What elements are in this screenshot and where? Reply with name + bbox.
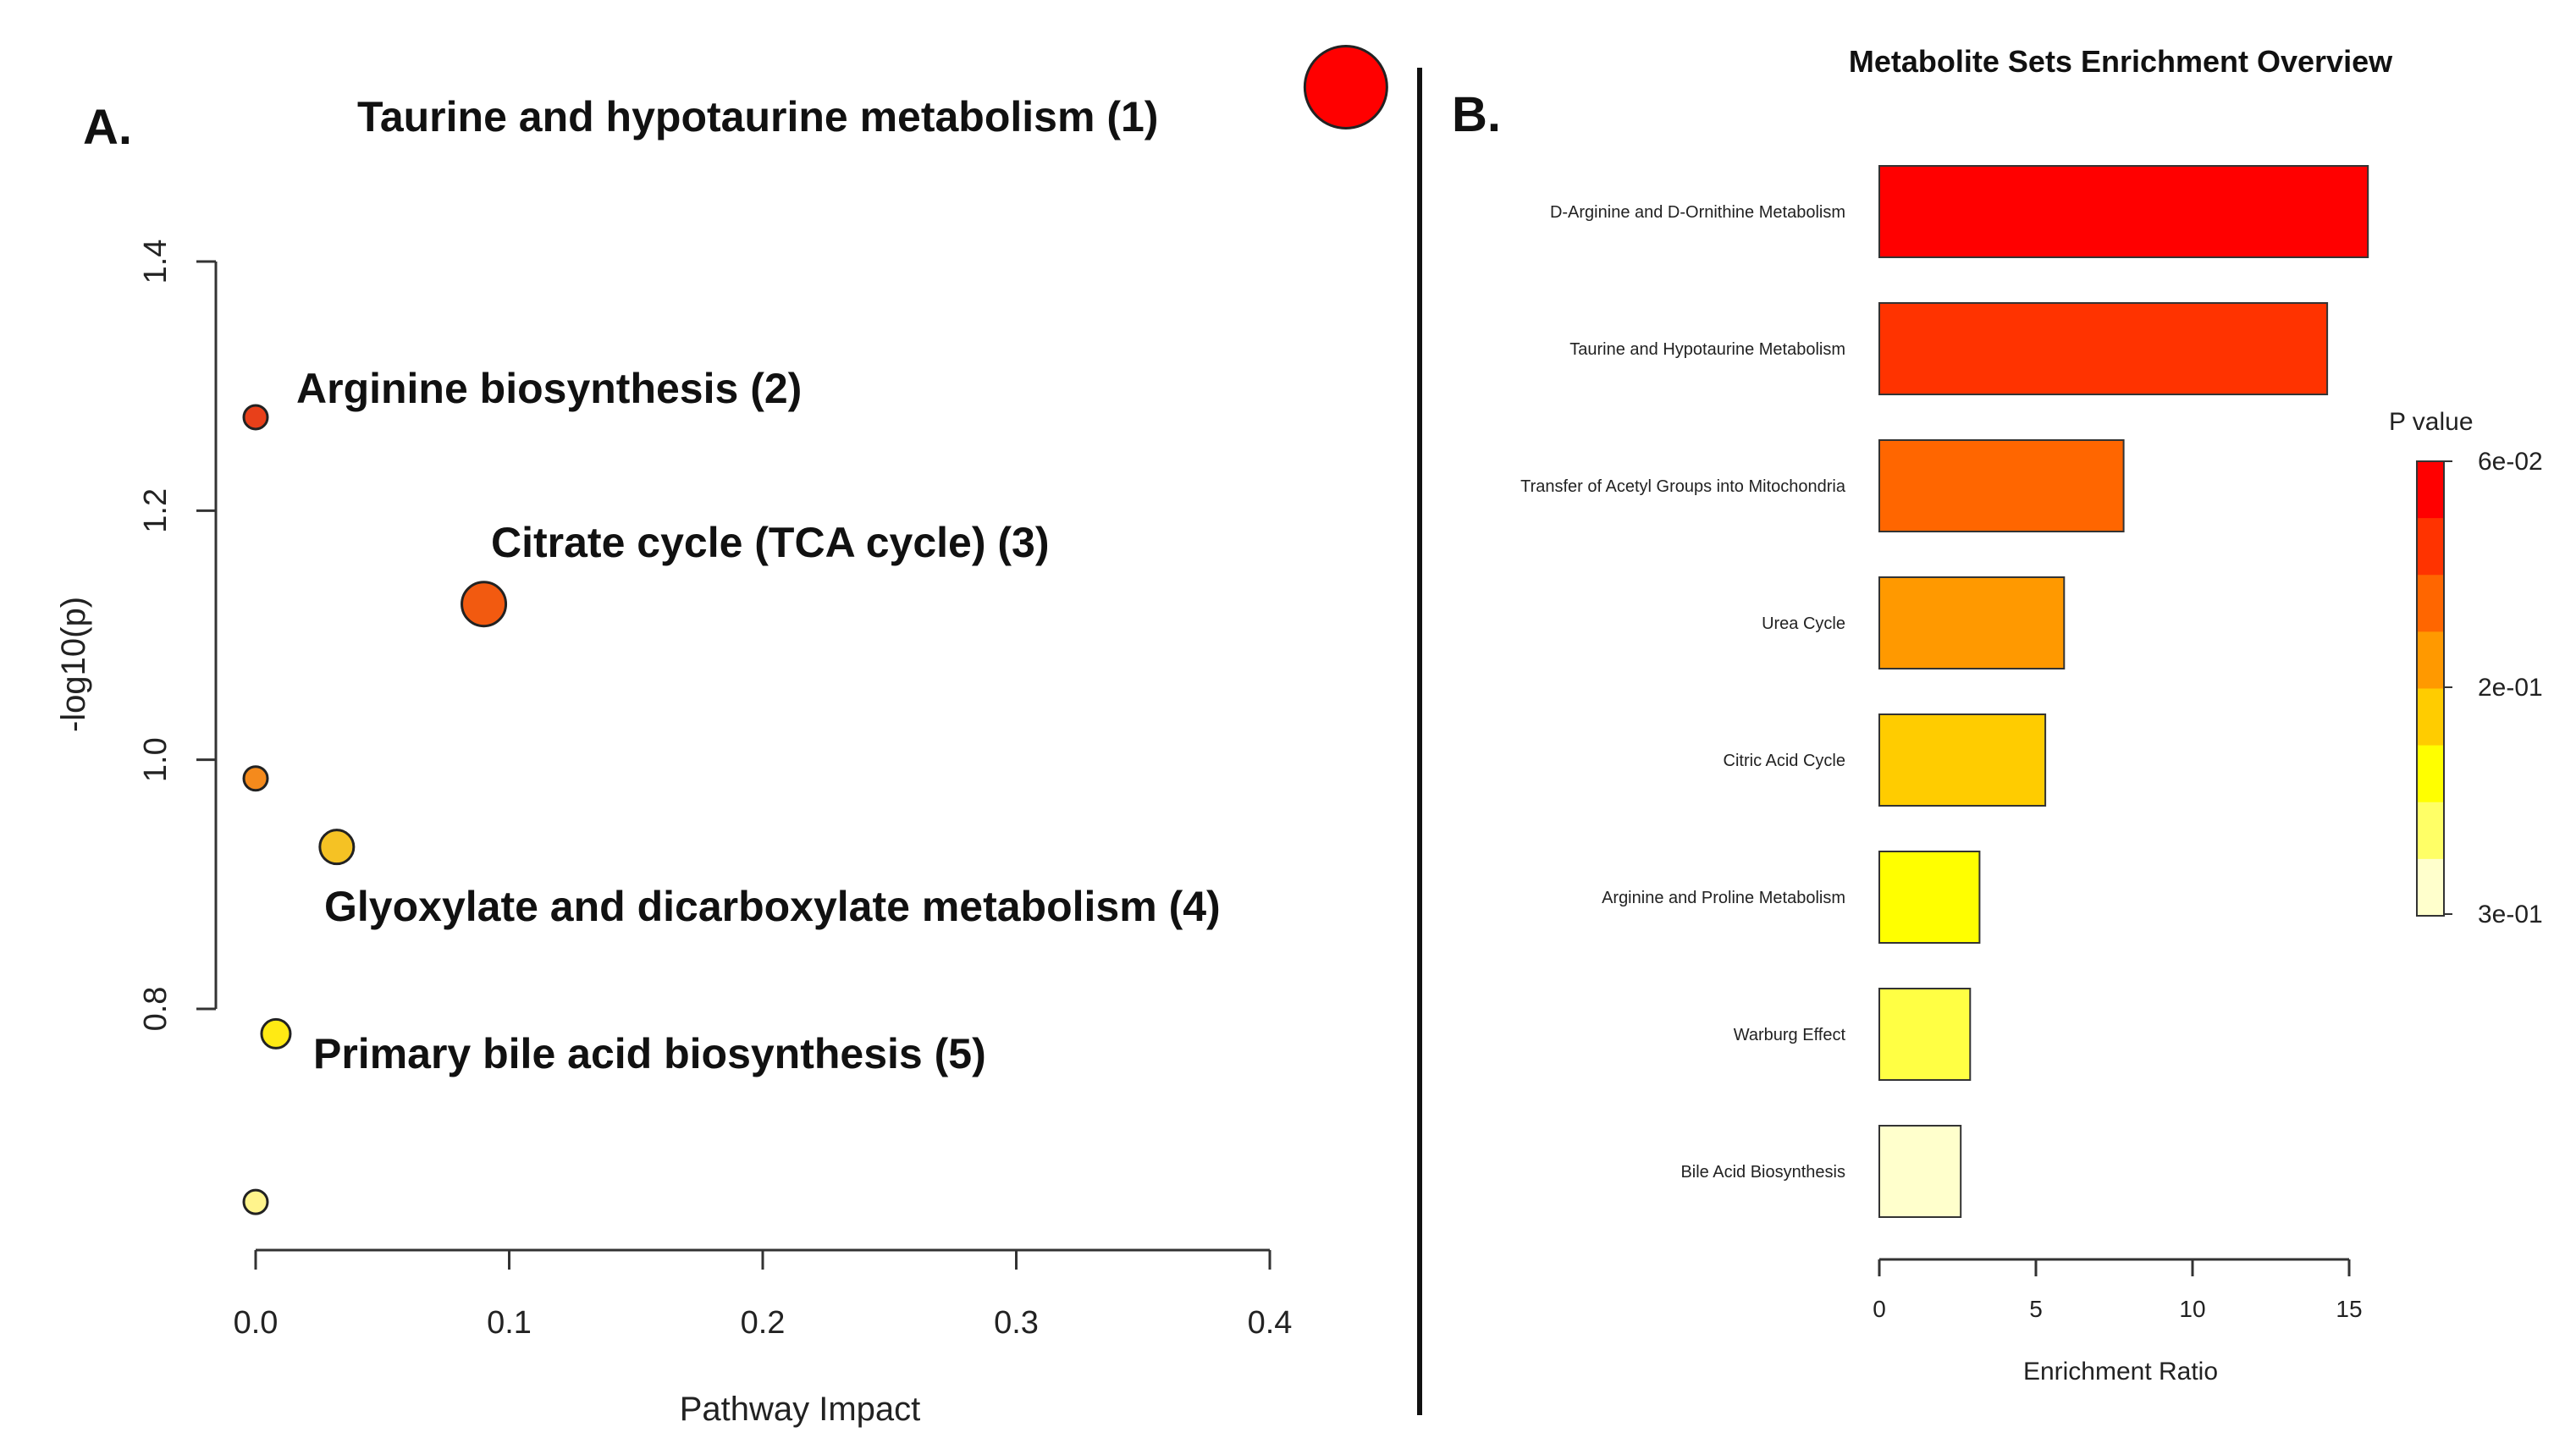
legend-label: 3e-01 xyxy=(2478,901,2543,928)
bar-category-label: D-Arginine and D-Ornithine Metabolism xyxy=(1550,203,1845,222)
legend-swatch xyxy=(2417,575,2444,632)
x-axis-title: Pathway Impact xyxy=(680,1391,921,1428)
chart-title: Metabolite Sets Enrichment Overview xyxy=(1849,44,2393,79)
panel-b-letter: B. xyxy=(1452,87,1501,142)
x-tick-label: 0.0 xyxy=(234,1305,279,1341)
scatter-point xyxy=(1303,44,1388,129)
bar-category-label: Transfer of Acetyl Groups into Mitochond… xyxy=(1520,477,1846,496)
y-tick-label: 0.8 xyxy=(138,987,174,1032)
bar xyxy=(1878,302,2329,395)
b-x-tick-label: 5 xyxy=(2029,1296,2043,1322)
bar-category-label: Urea Cycle xyxy=(1762,614,1845,633)
panel-a-letter: A. xyxy=(83,100,132,155)
legend-swatch xyxy=(2417,745,2444,803)
bar-category-label: Warburg Effect xyxy=(1734,1026,1846,1044)
bar xyxy=(1878,851,1981,944)
legend-swatch xyxy=(2417,518,2444,576)
scatter-point xyxy=(242,404,269,431)
panel-a-scatter: A. 0.8 1.0 1.2 1.4 0.0 0.1 0.2 0.3 0.4 Pathway … xyxy=(55,44,1388,1428)
x-ticks: 0.0 0.1 0.2 0.3 0.4 xyxy=(234,1250,1293,1341)
legend-swatch xyxy=(2417,688,2444,747)
panel-b-bar-chart: B. Metabolite Sets Enrichment Overview D… xyxy=(1452,44,2543,1386)
y-tick-label: 1.4 xyxy=(138,240,174,284)
bars xyxy=(1878,165,2369,1218)
point-label: Taurine and hypotaurine metabolism (1) xyxy=(357,93,1158,140)
scatter-point xyxy=(461,581,508,628)
b-x-axis-title: Enrichment Ratio xyxy=(2023,1358,2218,1386)
b-x-tick-label: 15 xyxy=(2336,1296,2362,1322)
scatter-point xyxy=(318,829,356,866)
p-value-legend: P value 6e-02 2e-01 3e-01 xyxy=(2389,408,2543,928)
x-tick-label: 0.3 xyxy=(994,1305,1039,1341)
bar xyxy=(1878,576,2066,669)
b-x-tick-label: 0 xyxy=(1873,1296,1886,1322)
bar xyxy=(1878,1125,1962,1218)
legend-labels: 6e-02 2e-01 3e-01 xyxy=(2444,448,2543,928)
b-x-ticks: 0 5 10 15 xyxy=(1873,1259,2363,1322)
bar-category-label: Arginine and Proline Metabolism xyxy=(1602,889,1845,907)
y-axis-title: -log10(p) xyxy=(55,597,92,732)
scatter-point xyxy=(260,1017,292,1050)
legend-label: 2e-01 xyxy=(2478,674,2543,702)
legend-swatch xyxy=(2417,631,2444,689)
bar-category-label: Citric Acid Cycle xyxy=(1724,752,1845,770)
point-labels: Taurine and hypotaurine metabolism (1) Ar… xyxy=(296,93,1221,1077)
bar xyxy=(1878,165,2369,258)
bar xyxy=(1878,713,2047,807)
bar-category-label: Bile Acid Biosynthesis xyxy=(1680,1163,1845,1182)
legend-color-bar xyxy=(2416,460,2445,917)
x-tick-label: 0.2 xyxy=(741,1305,786,1341)
bar-category-label: Taurine and Hypotaurine Metabolism xyxy=(1569,340,1845,359)
legend-title: P value xyxy=(2389,408,2474,436)
y-tick-label: 1.0 xyxy=(138,737,174,782)
point-label: Arginine biosynthesis (2) xyxy=(296,365,802,412)
point-label: Glyoxylate and dicarboxylate metabolism … xyxy=(324,883,1221,930)
legend-swatch xyxy=(2417,461,2444,519)
point-label: Citrate cycle (TCA cycle) (3) xyxy=(491,519,1050,566)
point-label: Primary bile acid biosynthesis (5) xyxy=(313,1030,986,1077)
y-ticks: 0.8 1.0 1.2 1.4 xyxy=(138,240,216,1032)
bar xyxy=(1878,988,1972,1081)
b-x-tick-label: 10 xyxy=(2179,1296,2205,1322)
legend-swatch xyxy=(2417,858,2444,917)
legend-label: 6e-02 xyxy=(2478,448,2543,476)
x-tick-label: 0.1 xyxy=(487,1305,532,1341)
bar xyxy=(1878,439,2125,532)
y-tick-label: 1.2 xyxy=(138,488,174,533)
x-tick-label: 0.4 xyxy=(1248,1305,1293,1341)
legend-border xyxy=(2416,460,2445,917)
legend-swatch xyxy=(2417,802,2444,860)
bar-labels: D-Arginine and D-Ornithine MetabolismTau… xyxy=(1520,203,1846,1182)
scatter-points xyxy=(242,44,1388,1215)
scatter-point xyxy=(242,1188,269,1215)
scatter-point xyxy=(242,765,269,792)
